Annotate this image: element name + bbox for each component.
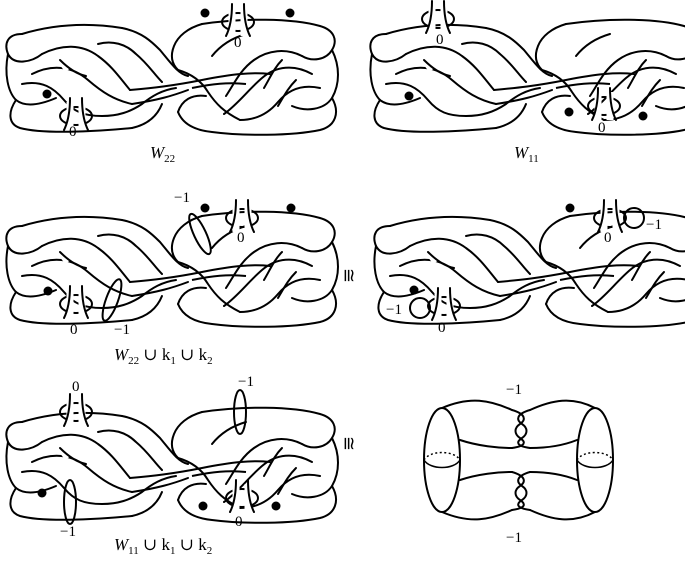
bottom-band-edge bbox=[529, 471, 578, 481]
dotted-circle-marker bbox=[638, 111, 648, 121]
clasp-top bbox=[422, 1, 454, 33]
link-diagram-w11-k bbox=[6, 408, 338, 523]
bottom-band-edge bbox=[441, 509, 513, 521]
framing-label: 0 bbox=[70, 322, 78, 338]
panel-cylinder-surface: −1 −1 bbox=[423, 382, 614, 546]
framing-label: 0 bbox=[235, 514, 243, 530]
congruence-symbol: ≅ bbox=[339, 436, 359, 451]
congruence-symbol: ≅ bbox=[339, 268, 359, 283]
dotted-circle-marker bbox=[285, 8, 295, 18]
dotted-circle-marker bbox=[404, 91, 414, 101]
dotted-circle-marker bbox=[564, 107, 574, 117]
clasp-top bbox=[60, 394, 92, 426]
framing-label: −1 bbox=[386, 302, 402, 318]
framing-label: 0 bbox=[69, 124, 77, 140]
framing-label: 0 bbox=[598, 120, 606, 136]
dotted-circle-marker bbox=[43, 286, 53, 296]
k1-ring bbox=[184, 210, 216, 258]
framing-label: −1 bbox=[174, 190, 190, 206]
top-band-edge bbox=[441, 399, 513, 411]
dotted-circle-marker bbox=[565, 203, 575, 213]
framing-label: −1 bbox=[506, 530, 522, 546]
framing-label: 0 bbox=[438, 320, 446, 336]
dotted-circle-marker bbox=[271, 501, 281, 511]
dotted-circle-marker bbox=[409, 285, 419, 295]
framing-label: 0 bbox=[237, 230, 245, 246]
framing-label: 0 bbox=[234, 35, 242, 51]
panel-label-w22: W22 bbox=[150, 143, 175, 165]
left-tube-front-equator bbox=[423, 459, 461, 469]
top-twist bbox=[511, 409, 525, 449]
framing-label: −1 bbox=[506, 382, 522, 398]
framing-label: −1 bbox=[238, 374, 254, 390]
panel-label-w11-k: W11 ∪ k1 ∪ k2 bbox=[114, 535, 212, 557]
left-tube-outline bbox=[423, 407, 461, 513]
top-band-edge bbox=[529, 399, 596, 411]
dotted-circle-marker bbox=[200, 8, 210, 18]
bottom-band-edge bbox=[529, 509, 596, 521]
framing-label: 0 bbox=[72, 379, 80, 395]
dotted-circle-marker bbox=[198, 501, 208, 511]
dotted-circle-marker bbox=[42, 89, 52, 99]
top-band-edge bbox=[529, 439, 578, 449]
framing-label: 0 bbox=[604, 230, 612, 246]
k1-ring bbox=[233, 389, 247, 435]
link-diagram-w11 bbox=[370, 20, 685, 135]
k2-ring bbox=[63, 479, 77, 525]
right-tube-outline bbox=[576, 407, 614, 513]
dotted-circle-marker bbox=[286, 203, 296, 213]
bottom-band-edge bbox=[459, 471, 513, 481]
link-diagram-w22-k bbox=[6, 212, 338, 327]
right-tube-front-equator bbox=[576, 459, 614, 469]
left-tube-back-equator bbox=[423, 451, 461, 461]
link-diagram-w22 bbox=[6, 20, 338, 135]
dotted-circle-marker bbox=[37, 488, 47, 498]
panel-w11: 0 0 bbox=[370, 1, 685, 136]
clasp-top bbox=[226, 200, 258, 232]
framing-label: −1 bbox=[60, 524, 76, 540]
link-diagram-simplified bbox=[374, 212, 685, 327]
k2-small-circle bbox=[409, 297, 431, 319]
k1-small-circle bbox=[623, 207, 645, 229]
panel-label-w11: W11 bbox=[514, 143, 539, 165]
framing-label: −1 bbox=[646, 217, 662, 233]
right-tube-back-equator bbox=[576, 451, 614, 461]
top-band-edge bbox=[459, 439, 513, 449]
bottom-twist bbox=[511, 471, 525, 511]
clasp-top bbox=[594, 200, 626, 232]
top-twist bbox=[517, 409, 531, 449]
panel-label-w22-k: W22 ∪ k1 ∪ k2 bbox=[114, 345, 213, 367]
panel-w22-k-simplified: 0 −1 −1 0 bbox=[374, 200, 685, 336]
dotted-circle-marker bbox=[200, 203, 210, 213]
panel-w22-k1-k2: −1 0 0 −1 bbox=[6, 190, 338, 338]
framing-label: 0 bbox=[436, 32, 444, 48]
panel-w11-k1-k2: 0 −1 0 −1 bbox=[6, 374, 338, 540]
framing-label: −1 bbox=[114, 322, 130, 338]
bottom-twist bbox=[517, 471, 531, 511]
panel-w22: 0 0 bbox=[6, 4, 338, 140]
